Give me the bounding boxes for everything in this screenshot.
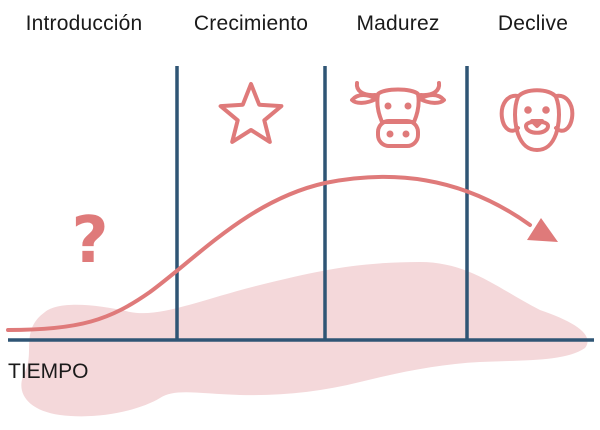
life-cycle-curve bbox=[6, 174, 532, 332]
svg-text:?: ? bbox=[71, 204, 108, 278]
stage-label-madurez: Madurez bbox=[356, 12, 440, 35]
question-mark-icon: ? bbox=[71, 204, 108, 278]
stage-label-crecimiento: Crecimiento bbox=[193, 12, 309, 35]
stage-label-declive: Declive bbox=[497, 12, 569, 35]
curve-arrowhead bbox=[527, 218, 558, 242]
dog-icon bbox=[499, 88, 575, 152]
star-icon bbox=[218, 82, 284, 144]
stage-label-introduccion: Introducción bbox=[25, 12, 143, 35]
cow-icon bbox=[350, 81, 446, 148]
x-axis-label: TIEMPO bbox=[8, 360, 89, 383]
